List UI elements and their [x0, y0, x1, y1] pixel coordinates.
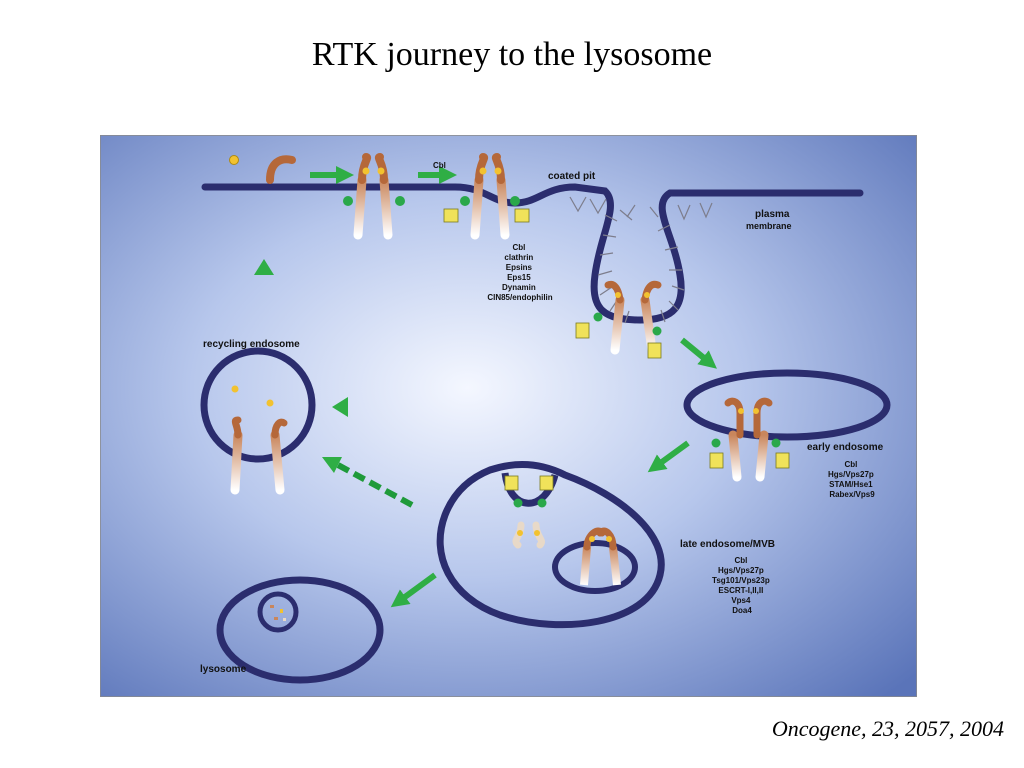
coated-pit-protein: Cbl: [512, 243, 525, 252]
early-endosome-label: early endosome: [807, 442, 884, 453]
lysosome-vesicle: [257, 591, 299, 633]
late-endosome-protein: Hgs/Vps27p: [718, 566, 764, 575]
phospho-site: [395, 196, 405, 206]
arrow-to-early-endosome: [680, 337, 717, 369]
coated-pit-protein: Dynamin: [502, 283, 536, 292]
recycling-endosome: [200, 347, 316, 463]
receptor-in-coated-pit: [575, 280, 662, 359]
rtk-trafficking-diagram: Cbl coated pit plasma membrane Cbl clath…: [100, 135, 917, 697]
lysosome-label: lysosome: [200, 664, 247, 675]
arrow-recycling-to-membrane: [254, 259, 274, 320]
lysosome: [216, 576, 384, 684]
early-endosome: [683, 369, 891, 441]
coated-pit-protein: Epsins: [506, 263, 533, 272]
coated-pit-protein: CIN85/endophilin: [487, 293, 552, 302]
receptor-dimer-phosphorylated: [343, 153, 405, 240]
arrow-to-lysosome: [390, 572, 437, 608]
plasma-membrane-label-2: membrane: [746, 221, 792, 231]
coated-pit-protein: Eps15: [507, 273, 531, 282]
receptor-budding: [504, 467, 554, 549]
late-endosome-protein: ESCRT-I,II,II: [718, 586, 763, 595]
coated-pit-label: coated pit: [548, 171, 596, 182]
receptor-in-vesicle: [580, 527, 621, 586]
coated-pit-protein-list: Cbl clathrin Epsins Eps15 Dynamin CIN85/…: [487, 243, 552, 302]
early-endosome-protein: Cbl: [844, 460, 857, 469]
citation: Oncogene, 23, 2057, 2004: [771, 716, 1004, 741]
early-endosome-protein: Hgs/Vps27p: [828, 470, 874, 479]
clathrin-coat: [569, 196, 713, 325]
cbl-label-top: Cbl: [433, 161, 446, 170]
recycling-endosome-label: recycling endosome: [203, 339, 300, 350]
coated-pit-protein: clathrin: [504, 253, 533, 262]
early-endosome-protein: STAM/Hse1: [829, 480, 873, 489]
late-endosome-protein: Vps4: [731, 596, 751, 605]
late-endosome-protein-list: Cbl Hgs/Vps27p Tsg101/Vps23p ESCRT-I,II,…: [712, 556, 772, 615]
receptor-in-recycling-endosome: [230, 416, 288, 495]
slide-title: RTK journey to the lysosome: [311, 36, 713, 73]
early-endosome-protein: Rabex/Vps9: [829, 490, 875, 499]
late-endosome-protein: Cbl: [734, 556, 747, 565]
early-endosome-protein-list: Cbl Hgs/Vps27p STAM/Hse1 Rabex/Vps9: [828, 460, 876, 499]
arrow-to-recycling-endosome: [332, 397, 660, 417]
arrow-late-to-recycling-dashed: [322, 457, 414, 508]
ubiquitin-tag: [443, 208, 459, 223]
ligand: [229, 155, 239, 165]
receptor-in-early-endosome: [709, 397, 790, 482]
late-endosome-protein: Doa4: [732, 606, 752, 615]
late-endosome-mvb: [436, 461, 665, 629]
arrow-to-late-endosome: [647, 440, 690, 473]
intraluminal-vesicle: [552, 540, 638, 594]
plasma-membrane-label-1: plasma: [755, 209, 790, 220]
ubiquitin-tag: [514, 208, 530, 223]
late-endosome-label: late endosome/MVB: [680, 539, 775, 550]
degraded-fragments: [270, 605, 286, 621]
late-endosome-protein: Tsg101/Vps23p: [712, 576, 770, 585]
receptor-dimer-ubiquitinated: [443, 153, 530, 240]
phospho-site: [343, 196, 353, 206]
receptor-monomer: [229, 155, 296, 240]
